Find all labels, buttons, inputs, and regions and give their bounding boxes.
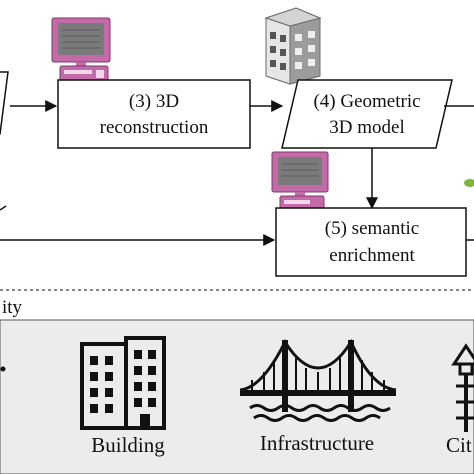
semantic-enrichment-label-line1: (5) semantic [325, 218, 419, 239]
category-label-building: Building [91, 433, 165, 457]
partial-data-node-left [0, 71, 9, 135]
geometric-model-data-node [281, 79, 453, 149]
building-model-icon [264, 7, 322, 85]
building-icon [80, 336, 166, 430]
semantic-enrichment-label-line2: enrichment [329, 245, 415, 266]
tower-icon [451, 343, 474, 432]
reconstruction-process-box [57, 79, 251, 149]
reconstruction-label-line1: (3) 3D [129, 91, 179, 112]
semantic-enrichment-process-box [275, 207, 467, 277]
application-panel [0, 319, 474, 474]
category-label-city: Cit [446, 433, 472, 457]
reconstruction-label-line2: reconstruction [100, 117, 209, 138]
bullet-dot [0, 366, 6, 372]
partial-data-node-left-2 [0, 205, 7, 211]
computer-icon [51, 17, 111, 83]
computer-icon-2 [271, 151, 329, 211]
category-label-infrastructure: Infrastructure [260, 431, 374, 455]
bridge-icon [239, 338, 397, 422]
geometric-model-label-line2: 3D model [329, 117, 404, 138]
geometric-model-label-line1: (4) Geometric [313, 91, 420, 112]
section-label: ity [2, 297, 23, 318]
leaf-icon [464, 179, 474, 187]
